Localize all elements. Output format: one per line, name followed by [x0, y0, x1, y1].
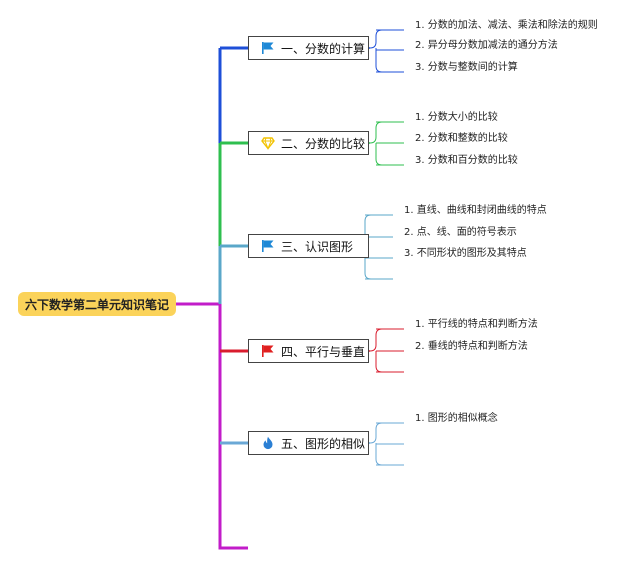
flag-icon — [261, 41, 275, 55]
branch-topic-label: 三、认识图形 — [281, 239, 354, 254]
subtopic-1-3[interactable]: 3. 分数与整数间的计算 — [415, 62, 518, 73]
bracket-bottom-4 — [375, 351, 383, 373]
subtopic-1-2[interactable]: 2. 异分母分数加减法的通分方法 — [415, 40, 558, 51]
diamond-icon — [261, 136, 275, 150]
bracket-bottom-5 — [375, 443, 383, 466]
subtopic-5-1[interactable]: 1. 图形的相似概念 — [415, 413, 498, 424]
subtopic-3-3[interactable]: 3. 不同形状的图形及其特点 — [404, 248, 527, 259]
bracket-bottom-1 — [375, 48, 383, 73]
subtopic-3-2[interactable]: 2. 点、线、面的符号表示 — [404, 227, 517, 238]
bracket-top-2 — [369, 121, 383, 144]
branch-topic-label: 一、分数的计算 — [281, 41, 366, 56]
branch-topic-5[interactable]: 五、图形的相似 — [248, 431, 369, 455]
branch-topic-label: 五、图形的相似 — [281, 436, 366, 451]
subtopic-1-1[interactable]: 1. 分数的加法、减法、乘法和除法的规则 — [415, 20, 598, 31]
fire-icon — [261, 436, 275, 450]
trunk-segment-5 — [218, 304, 248, 550]
branch-topic-2[interactable]: 二、分数的比较 — [248, 131, 369, 155]
subtopic-2-2[interactable]: 2. 分数和整数的比较 — [415, 133, 508, 144]
branch-topic-1[interactable]: 一、分数的计算 — [248, 36, 369, 60]
subtopic-3-1[interactable]: 1. 直线、曲线和封闭曲线的特点 — [404, 205, 547, 216]
branch-topic-label: 四、平行与垂直 — [281, 344, 366, 359]
branch-topic-4[interactable]: 四、平行与垂直 — [248, 339, 369, 363]
flag-icon — [261, 239, 275, 253]
subtopic-4-2[interactable]: 2. 垂线的特点和判断方法 — [415, 341, 528, 352]
bracket-top-4 — [369, 328, 383, 352]
branch-topic-label: 二、分数的比较 — [281, 136, 366, 151]
bracket-top-5 — [369, 422, 383, 444]
flag-icon — [261, 344, 275, 358]
bracket-top-1 — [369, 29, 383, 49]
subtopic-2-1[interactable]: 1. 分数大小的比较 — [415, 112, 498, 123]
bracket-bottom-2 — [375, 143, 383, 166]
root-topic-label: 六下数学第二单元知识笔记 — [24, 297, 169, 312]
branch-topic-3[interactable]: 三、认识图形 — [248, 234, 369, 258]
root-topic[interactable]: 六下数学第二单元知识笔记 — [18, 292, 176, 316]
subtopic-2-3[interactable]: 3. 分数和百分数的比较 — [415, 155, 518, 166]
subtopic-4-1[interactable]: 1. 平行线的特点和判断方法 — [415, 319, 538, 330]
